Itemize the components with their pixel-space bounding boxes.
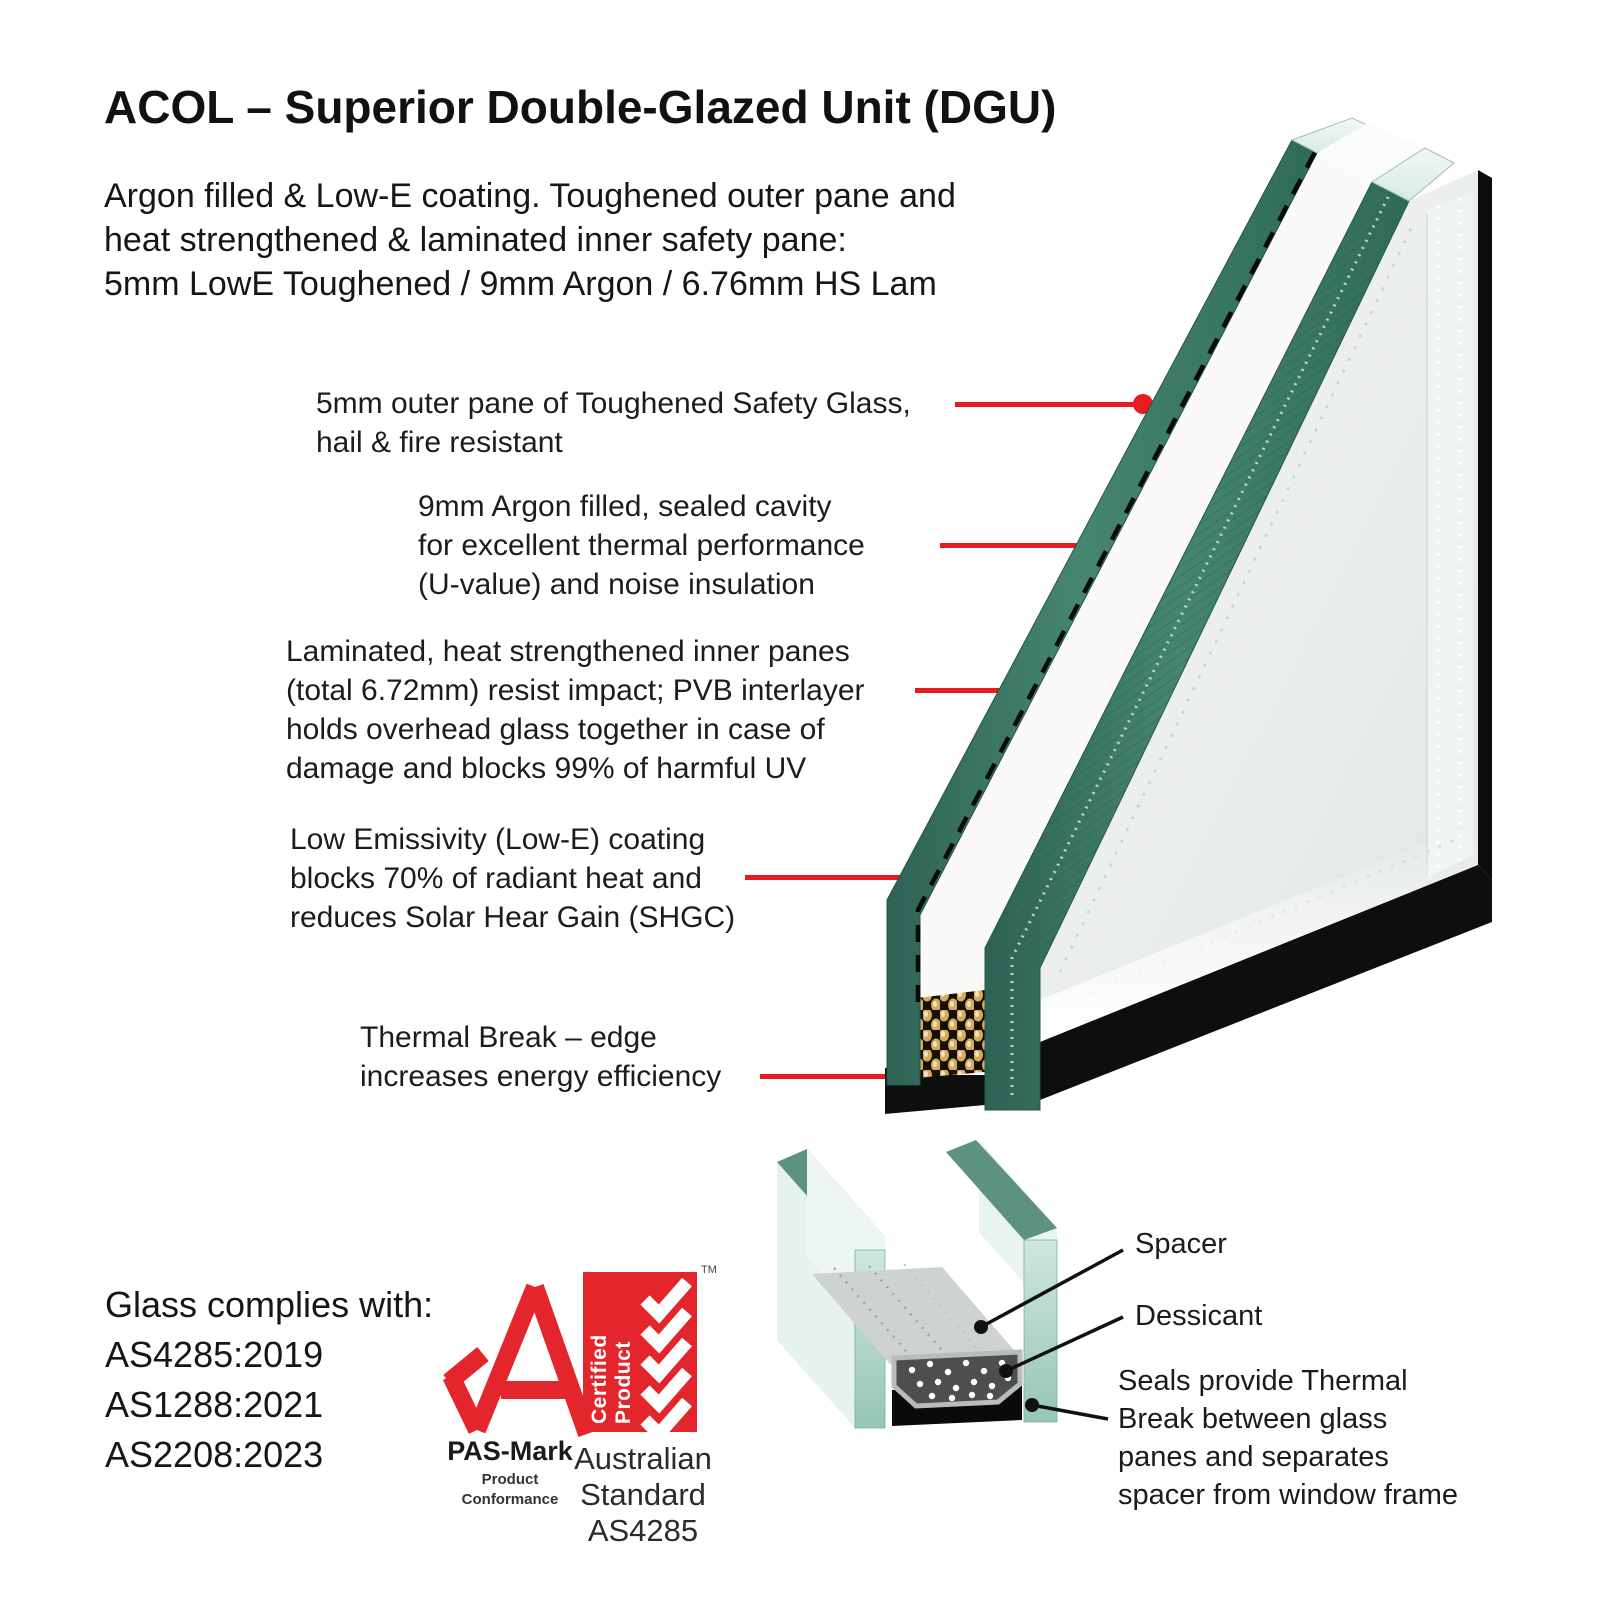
detail-pane2-front-edge (1023, 1239, 1058, 1423)
compliance-block: Glass complies with: AS4285:2019 AS1288:… (105, 1280, 433, 1480)
detail-leaders (974, 1248, 1124, 1421)
chevron-check-icon (640, 1277, 692, 1432)
compliance-heading: Glass complies with: (105, 1284, 434, 1325)
argon-cavity (917, 153, 1372, 1075)
bottom-reflection (1040, 822, 1478, 1040)
leader-dot-seals (1025, 1398, 1039, 1412)
leader-line-spacer (980, 1248, 1124, 1329)
pas-mark-logo (442, 1283, 596, 1437)
unit-top-face (1317, 123, 1425, 182)
leader-line-low-e (745, 875, 920, 880)
detail-pane2-top (946, 1140, 1057, 1240)
label-seals: Seals provide Thermal Break between glas… (1118, 1365, 1459, 1511)
pas-mark-check-a-icon (442, 1283, 596, 1437)
as-certified-product-text: Certified Product (588, 1334, 635, 1424)
detail-spacer-dots (833, 1267, 913, 1359)
leader-dot-dessicant (999, 1364, 1013, 1378)
leader-dot-spacer (974, 1320, 988, 1334)
annotation-argon-cavity: 9mm Argon filled, sealed cavity for exce… (418, 490, 865, 601)
compliance-standard: AS2208:2023 (105, 1434, 324, 1475)
detail-spacer-dots (868, 1265, 948, 1357)
as-tm-mark: TM (701, 1264, 717, 1276)
leader-line-seals (1031, 1403, 1109, 1421)
intro-paragraph: Argon filled & Low-E coating. Toughened … (104, 177, 956, 303)
leader-line-argon (940, 543, 1114, 548)
right-edge-band (1478, 170, 1492, 880)
as-chevrons (640, 1277, 692, 1432)
pas-mark-conformance: Conformance (461, 1491, 559, 1508)
leader-line-outer-pane (955, 402, 1145, 407)
desiccant-beads (917, 990, 985, 1078)
label-dessicant: Dessicant (1135, 1300, 1263, 1332)
bottom-seal (1040, 865, 1492, 1100)
inner-pane-top (1370, 147, 1455, 202)
dgu-illustration (885, 117, 1492, 1114)
as-caption: Australian Standard AS4285 (574, 1441, 712, 1548)
detail-desiccant (891, 1349, 1023, 1409)
glass-face (1040, 170, 1478, 1040)
annotation-low-e: Low Emissivity (Low-E) coating blocks 70… (290, 823, 736, 934)
pvb-interlayer-line (1010, 190, 1393, 1095)
page-title: ACOL – Superior Double-Glazed Unit (DGU) (104, 81, 1057, 133)
annotation-outer-pane: 5mm outer pane of Toughened Safety Glass… (316, 387, 911, 459)
leader-line-thermal-break (760, 1074, 929, 1079)
edge-detail-illustration (777, 1140, 1058, 1429)
label-spacer: Spacer (1135, 1228, 1227, 1260)
detail-spacer-dots (903, 1263, 983, 1355)
pas-mark-name: PAS-Mark (447, 1436, 573, 1466)
compliance-standard: AS4285:2019 (105, 1334, 324, 1375)
pas-mark-product: Product (481, 1471, 539, 1488)
annotation-thermal-break: Thermal Break – edge increases energy ef… (360, 1021, 722, 1093)
detail-desiccant-dots (908, 1359, 1012, 1402)
leader-dot-outer-pane (1133, 394, 1153, 414)
leader-line-dessicant (1005, 1315, 1124, 1373)
as-certified-logo (583, 1272, 697, 1432)
detail-spacer-bar (812, 1267, 1020, 1364)
laminated-hatch (985, 182, 1409, 1110)
annotation-laminated: Laminated, heat strengthened inner panes… (286, 635, 865, 785)
compliance-standard: AS1288:2021 (105, 1384, 324, 1425)
edge-seam-strip (1427, 192, 1473, 878)
